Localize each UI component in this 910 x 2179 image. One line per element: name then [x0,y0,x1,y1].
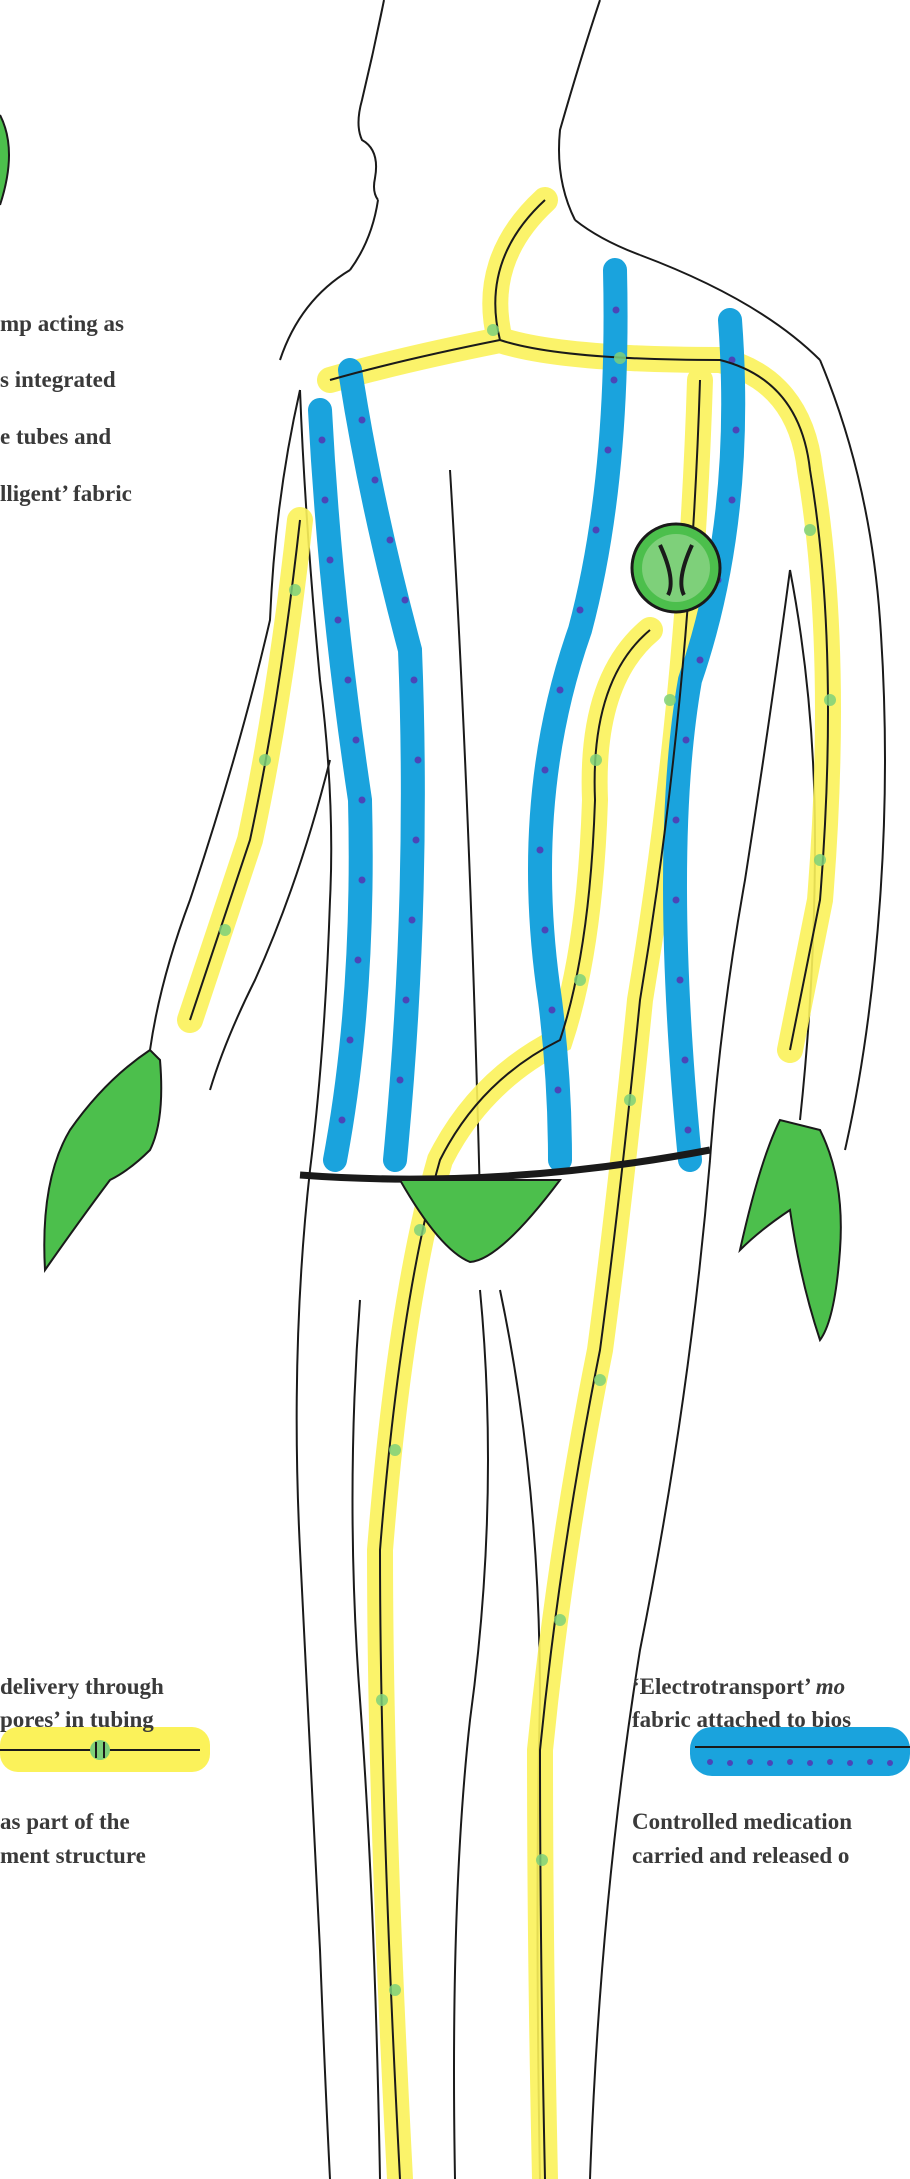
delivery-text-line-2: pores’ in tubing [0,1708,154,1731]
pump-text-line-1: mp acting as [0,312,124,335]
electrotransport-italic: mo [816,1674,845,1699]
garment-text-line-1: as part of the [0,1810,130,1833]
pump-text-line-3: e tubes and [0,425,111,448]
partial-pump-graphic [0,115,9,205]
electrotransport-text-line-2: fabric attached to bios [632,1708,851,1731]
delivery-text-line-1: delivery through [0,1675,164,1698]
chest-pump [632,524,720,612]
waist-garment [300,1150,710,1262]
legend-yellow-swatch [0,1727,210,1772]
electrotransport-text-line-1: ‘Electrotransport’ mo [632,1675,845,1698]
electrotransport-prefix: ‘Electrotransport’ [632,1674,810,1699]
medication-text-line-1: Controlled medication [632,1810,852,1833]
garment-text-line-2: ment structure [0,1844,146,1867]
medication-text-line-2: carried and released o [632,1844,849,1867]
legend-blue-swatch [690,1727,910,1776]
pump-text-line-4: lligent’ fabric [0,482,132,505]
pump-text-line-2: s integrated [0,368,116,391]
